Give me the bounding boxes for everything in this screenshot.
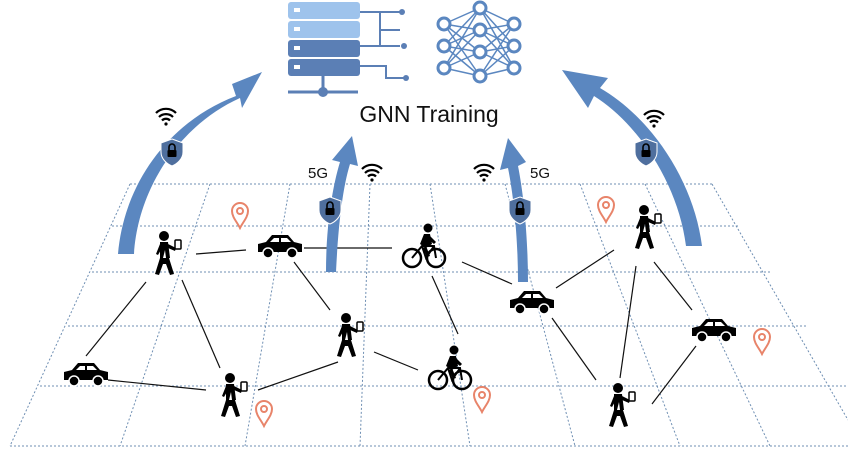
location-pin-icon xyxy=(231,202,249,229)
neural-network-icon xyxy=(436,0,522,84)
location-pin-icon xyxy=(753,328,771,355)
car-icon xyxy=(509,290,555,315)
arrow-center-right xyxy=(500,138,528,282)
shield-lock-icon xyxy=(634,138,658,167)
pedestrian-phone-icon xyxy=(154,230,182,276)
pedestrian-phone-icon xyxy=(220,372,248,418)
location-pin-icon xyxy=(255,400,273,427)
neural-network-connection xyxy=(443,7,481,47)
arrow-center-left xyxy=(326,136,358,272)
wifi-icon xyxy=(472,163,496,183)
location-pin-icon xyxy=(597,196,615,223)
neural-network-connection xyxy=(479,45,515,77)
wifi-icon xyxy=(154,107,178,127)
arrow-left xyxy=(118,72,262,254)
arrow-right xyxy=(562,70,702,246)
network-label-right: 5G xyxy=(530,165,550,182)
pedestrian-phone-icon xyxy=(336,312,364,358)
server-icon xyxy=(288,2,409,97)
car-icon xyxy=(257,234,303,259)
upload-arrows xyxy=(118,70,702,282)
car-icon xyxy=(691,318,737,343)
cyclist-icon xyxy=(401,222,447,269)
pedestrian-phone-icon xyxy=(634,204,662,250)
network-label-left: 5G xyxy=(308,165,328,182)
pedestrian-phone-icon xyxy=(608,382,636,428)
diagram-title: GNN Training xyxy=(359,101,498,127)
wifi-icon xyxy=(642,109,666,129)
cyclist-icon xyxy=(427,344,473,391)
neural-network-connection xyxy=(443,7,481,69)
graph-edges xyxy=(85,247,697,405)
car-icon xyxy=(63,362,109,387)
wifi-icon xyxy=(360,163,384,183)
location-pin-icon xyxy=(473,386,491,413)
neural-network-connection xyxy=(479,23,515,77)
neural-network-connection xyxy=(443,29,481,69)
shield-lock-icon xyxy=(508,196,532,225)
neural-network-connection xyxy=(443,45,481,77)
